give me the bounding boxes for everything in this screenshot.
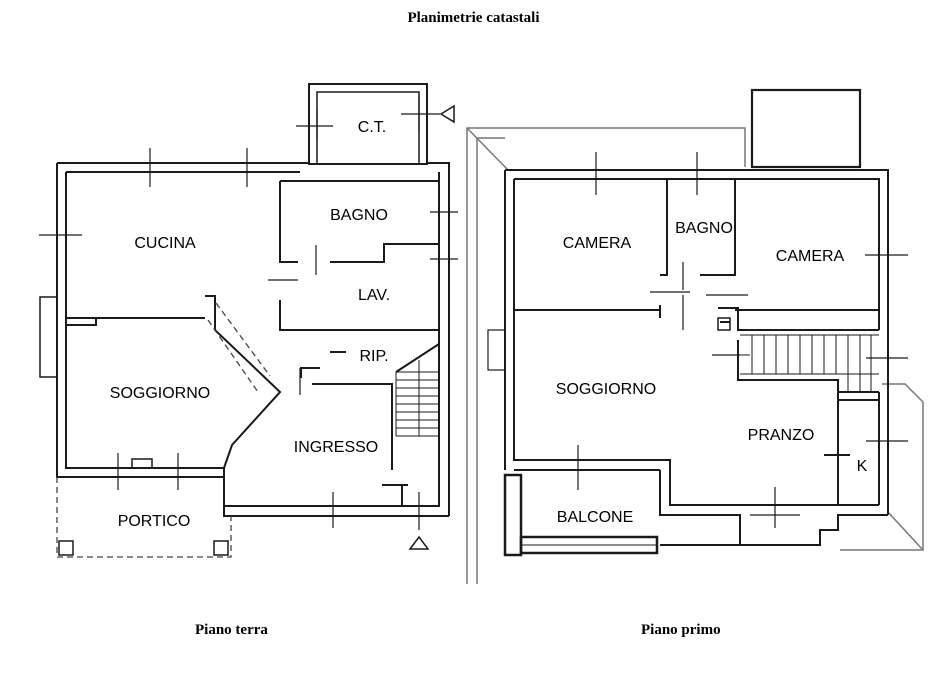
- room-ct: C.T.: [358, 119, 386, 136]
- room-camera-right: CAMERA: [776, 248, 845, 265]
- room-balcone: BALCONE: [557, 509, 633, 526]
- room-bagno-ground: BAGNO: [330, 207, 388, 224]
- room-soggiorno-ground: SOGGIORNO: [110, 385, 210, 402]
- room-k: K: [857, 458, 868, 475]
- caption-ground-floor: Piano terra: [195, 622, 268, 638]
- room-bagno-first: BAGNO: [675, 220, 733, 237]
- room-cucina: CUCINA: [134, 235, 196, 252]
- room-soggiorno-first: SOGGIORNO: [556, 381, 656, 398]
- room-rip: RIP.: [359, 348, 388, 365]
- first-floor-walls: [466, 88, 924, 584]
- room-lav: LAV.: [358, 287, 390, 304]
- caption-first-floor: Piano primo: [641, 622, 721, 638]
- ground-floor-walls: [39, 83, 458, 550]
- room-pranzo: PRANZO: [748, 427, 815, 444]
- room-portico: PORTICO: [118, 513, 191, 530]
- page-title: Planimetrie catastali: [407, 10, 540, 26]
- portico-outline: [56, 302, 271, 558]
- room-camera-left: CAMERA: [563, 235, 632, 252]
- room-ingresso: INGRESSO: [294, 439, 378, 456]
